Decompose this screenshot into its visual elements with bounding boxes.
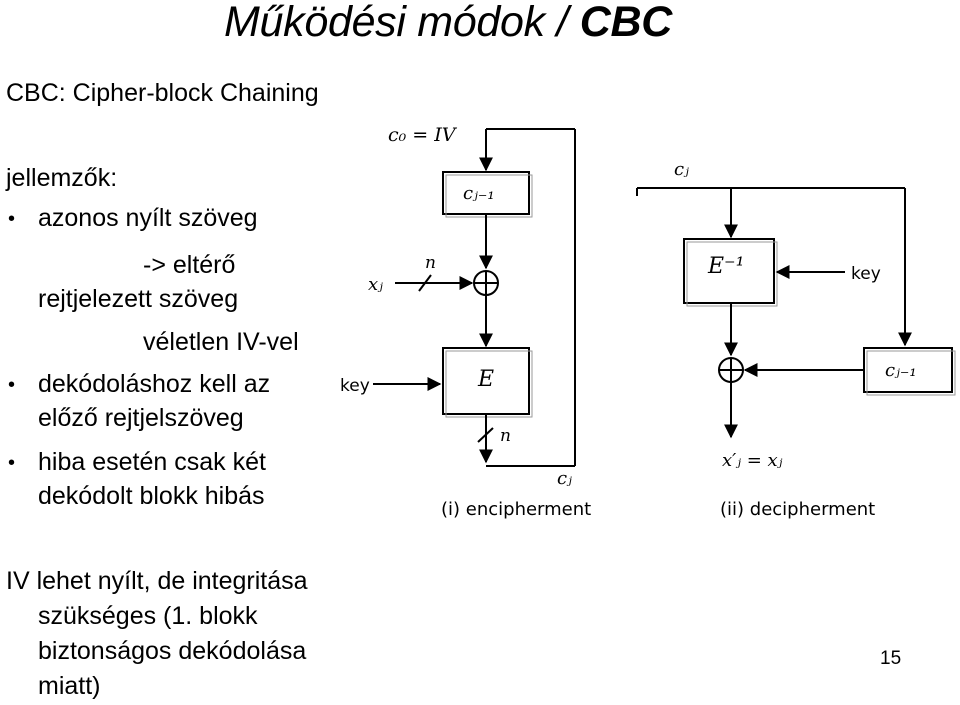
- bullet-dot-3: •: [8, 452, 16, 474]
- bullet-1-line-4: véletlen IV-vel: [143, 328, 299, 356]
- block-E: [442, 347, 530, 415]
- page-number: 15: [880, 648, 902, 669]
- footer-note-line-4: miatt): [38, 672, 101, 700]
- bullet-3-line-1: hiba esetén csak két: [38, 448, 266, 476]
- label-n-top: n: [425, 253, 436, 273]
- bullet-3-line-2: dekódolt blokk hibás: [38, 482, 265, 510]
- label-key-right: key: [851, 264, 881, 284]
- footer-note-line-2: szükséges (1. blokk: [38, 602, 258, 630]
- bullet-dot-1: •: [8, 208, 16, 230]
- label-n-bottom: n: [500, 426, 511, 446]
- label-xj: xⱼ: [368, 274, 383, 295]
- register-cj-minus-1-right: [863, 347, 953, 393]
- bullet-dot-2: •: [8, 374, 16, 396]
- label-cj-minus-1-left: cⱼ₋₁: [463, 183, 495, 204]
- slide-title: Működési módok / CBC: [224, 0, 672, 47]
- label-E: E: [477, 367, 494, 392]
- bullet-1-line-3: rejtjelezett szöveg: [38, 285, 239, 313]
- label-cj-in: cⱼ: [674, 159, 689, 180]
- label-key-left: key: [340, 376, 370, 396]
- label-c0-iv: c₀ = IV: [388, 124, 458, 146]
- footer-note-line-3: biztonságos dekódolása: [38, 637, 307, 665]
- bullet-1-line-1: azonos nyílt szöveg: [38, 204, 258, 232]
- register-cj-minus-1-left: [442, 171, 530, 215]
- bullet-2-line-1: dekódoláshoz kell az: [38, 370, 271, 398]
- label-cj-minus-1-right: cⱼ₋₁: [885, 360, 917, 381]
- title-bold: CBC: [579, 0, 673, 46]
- caption-decipherment: (ii) decipherment: [720, 499, 875, 520]
- block-E-inverse: [683, 238, 775, 304]
- bullet-2-line-2: előző rejtjelszöveg: [38, 404, 244, 432]
- features-heading: jellemzők:: [6, 164, 118, 192]
- footer-note-line-1: IV lehet nyílt, de integritása: [6, 567, 308, 595]
- label-cj-out: cⱼ: [557, 468, 572, 489]
- bullet-1-line-2: -> eltérő: [143, 251, 236, 279]
- title-italic: Működési módok /: [224, 0, 580, 46]
- xj-slash: [418, 274, 432, 292]
- label-E-inverse: E⁻¹: [707, 254, 745, 279]
- caption-encipherment: (i) encipherment: [441, 499, 591, 520]
- label-xj-result: x′ⱼ = xⱼ: [722, 450, 783, 471]
- output-slash: [477, 427, 494, 443]
- subtitle: CBC: Cipher-block Chaining: [6, 79, 319, 107]
